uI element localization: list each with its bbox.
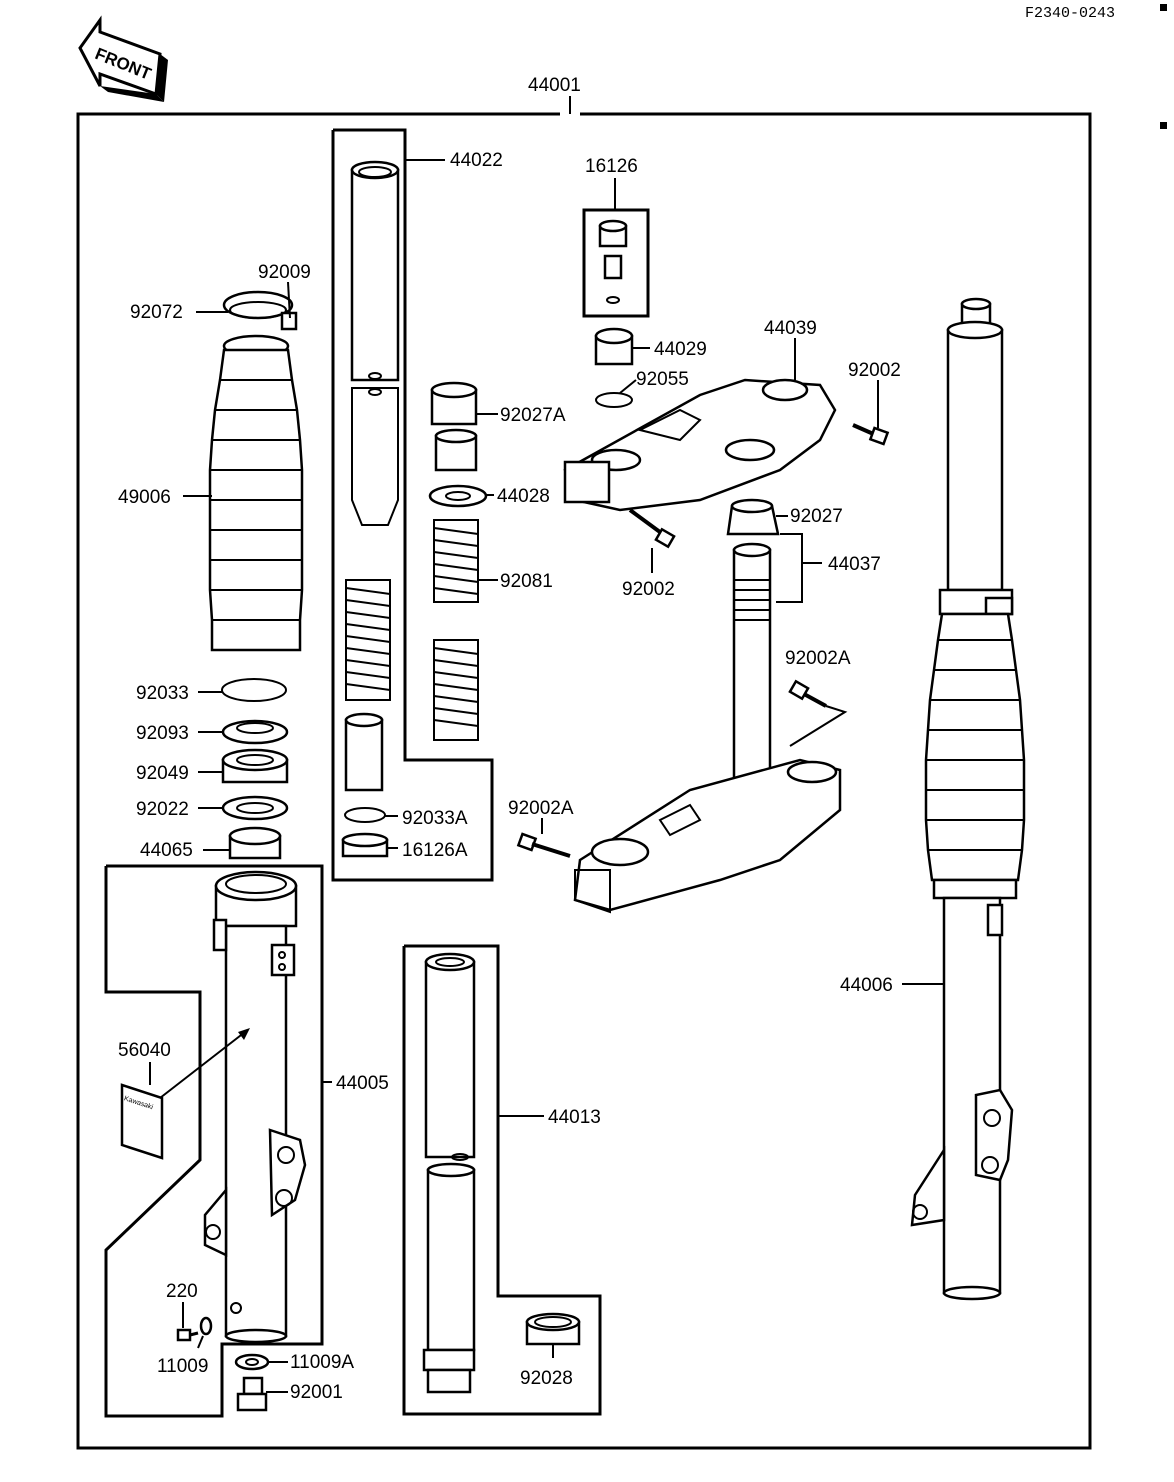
label-44022: 44022 xyxy=(450,150,503,171)
nut-part xyxy=(594,327,634,366)
band-part xyxy=(222,290,298,331)
label-49006: 49006 xyxy=(118,487,171,508)
label-44013: 44013 xyxy=(548,1107,601,1128)
ring-a xyxy=(344,807,386,823)
dust-seal-part xyxy=(221,719,289,745)
label-44039: 44039 xyxy=(764,318,817,339)
seat-part xyxy=(428,484,488,508)
bushing-part xyxy=(525,1312,581,1346)
label-92009: 92009 xyxy=(258,262,311,283)
label-220: 220 xyxy=(166,1281,198,1302)
washer-part xyxy=(595,392,633,408)
label-44028: 44028 xyxy=(497,486,550,507)
gasket-part xyxy=(234,1353,270,1371)
boot-part xyxy=(208,334,304,652)
upper-bracket xyxy=(563,378,837,512)
piston xyxy=(344,712,384,792)
outer-tube-right xyxy=(910,297,1026,1301)
bolt-top-right xyxy=(852,423,890,446)
label-44029: 44029 xyxy=(654,339,707,360)
stem-bolt-right xyxy=(788,679,827,708)
label-92028: 92028 xyxy=(520,1368,573,1389)
screw-part xyxy=(176,1328,199,1342)
snap-ring-part xyxy=(221,678,287,702)
label-92072: 92072 xyxy=(130,302,183,323)
label-44005: 44005 xyxy=(336,1073,389,1094)
label-16126A: 16126A xyxy=(402,840,468,861)
label-92001: 92001 xyxy=(290,1382,343,1403)
outer-tube-left xyxy=(203,870,307,1344)
bushing-a xyxy=(341,832,389,858)
label-92033A: 92033A xyxy=(402,808,468,829)
label-92002-bracket: 92002 xyxy=(622,579,675,600)
inner-tube-box xyxy=(331,128,494,882)
bolt-bracket xyxy=(628,508,676,549)
label-92002A-left: 92002A xyxy=(508,798,574,819)
sticker-part: Kawasaki xyxy=(120,1083,164,1160)
spring-part xyxy=(433,519,479,741)
label-92055: 92055 xyxy=(636,369,689,390)
label-92027A: 92027A xyxy=(500,405,566,426)
bottom-bolt-part xyxy=(236,1376,268,1412)
collar-a-part xyxy=(430,381,478,472)
label-16126: 16126 xyxy=(585,156,638,177)
valve-part xyxy=(598,219,628,304)
washer-seal-part xyxy=(221,795,289,821)
corner-mark-2 xyxy=(1160,122,1167,129)
corner-mark xyxy=(1160,4,1167,11)
inner-pipe-box xyxy=(402,944,602,1416)
label-44006: 44006 xyxy=(840,975,893,996)
label-11009: 11009 xyxy=(157,1356,208,1377)
label-92033: 92033 xyxy=(136,683,189,704)
stem-bolt-left xyxy=(516,832,571,858)
label-92049: 92049 xyxy=(136,763,189,784)
lower-bracket xyxy=(573,758,842,914)
label-92002A-right: 92002A xyxy=(785,648,851,669)
spring-inner xyxy=(345,579,391,701)
label-44065: 44065 xyxy=(140,840,193,861)
assembly-box xyxy=(76,112,1092,1450)
collar-part xyxy=(726,498,780,536)
label-44001: 44001 xyxy=(528,75,581,96)
inner-pipe xyxy=(422,952,476,1394)
front-arrow-icon: FRONT xyxy=(78,15,168,102)
washer-small-part xyxy=(199,1316,213,1336)
label-92093: 92093 xyxy=(136,723,189,744)
label-92022: 92022 xyxy=(136,799,189,820)
label-92027: 92027 xyxy=(790,506,843,527)
oil-seal-part xyxy=(221,748,289,784)
guide-part xyxy=(228,826,282,860)
label-44037: 44037 xyxy=(828,554,881,575)
outer-tube-left-box xyxy=(104,864,324,1418)
label-92081: 92081 xyxy=(500,571,553,592)
label-11009A: 11009A xyxy=(290,1352,354,1373)
drawing-code: F2340-0243 xyxy=(1025,5,1115,22)
label-92002-top: 92002 xyxy=(848,360,901,381)
inner-tube xyxy=(350,160,400,526)
label-56040: 56040 xyxy=(118,1040,171,1061)
